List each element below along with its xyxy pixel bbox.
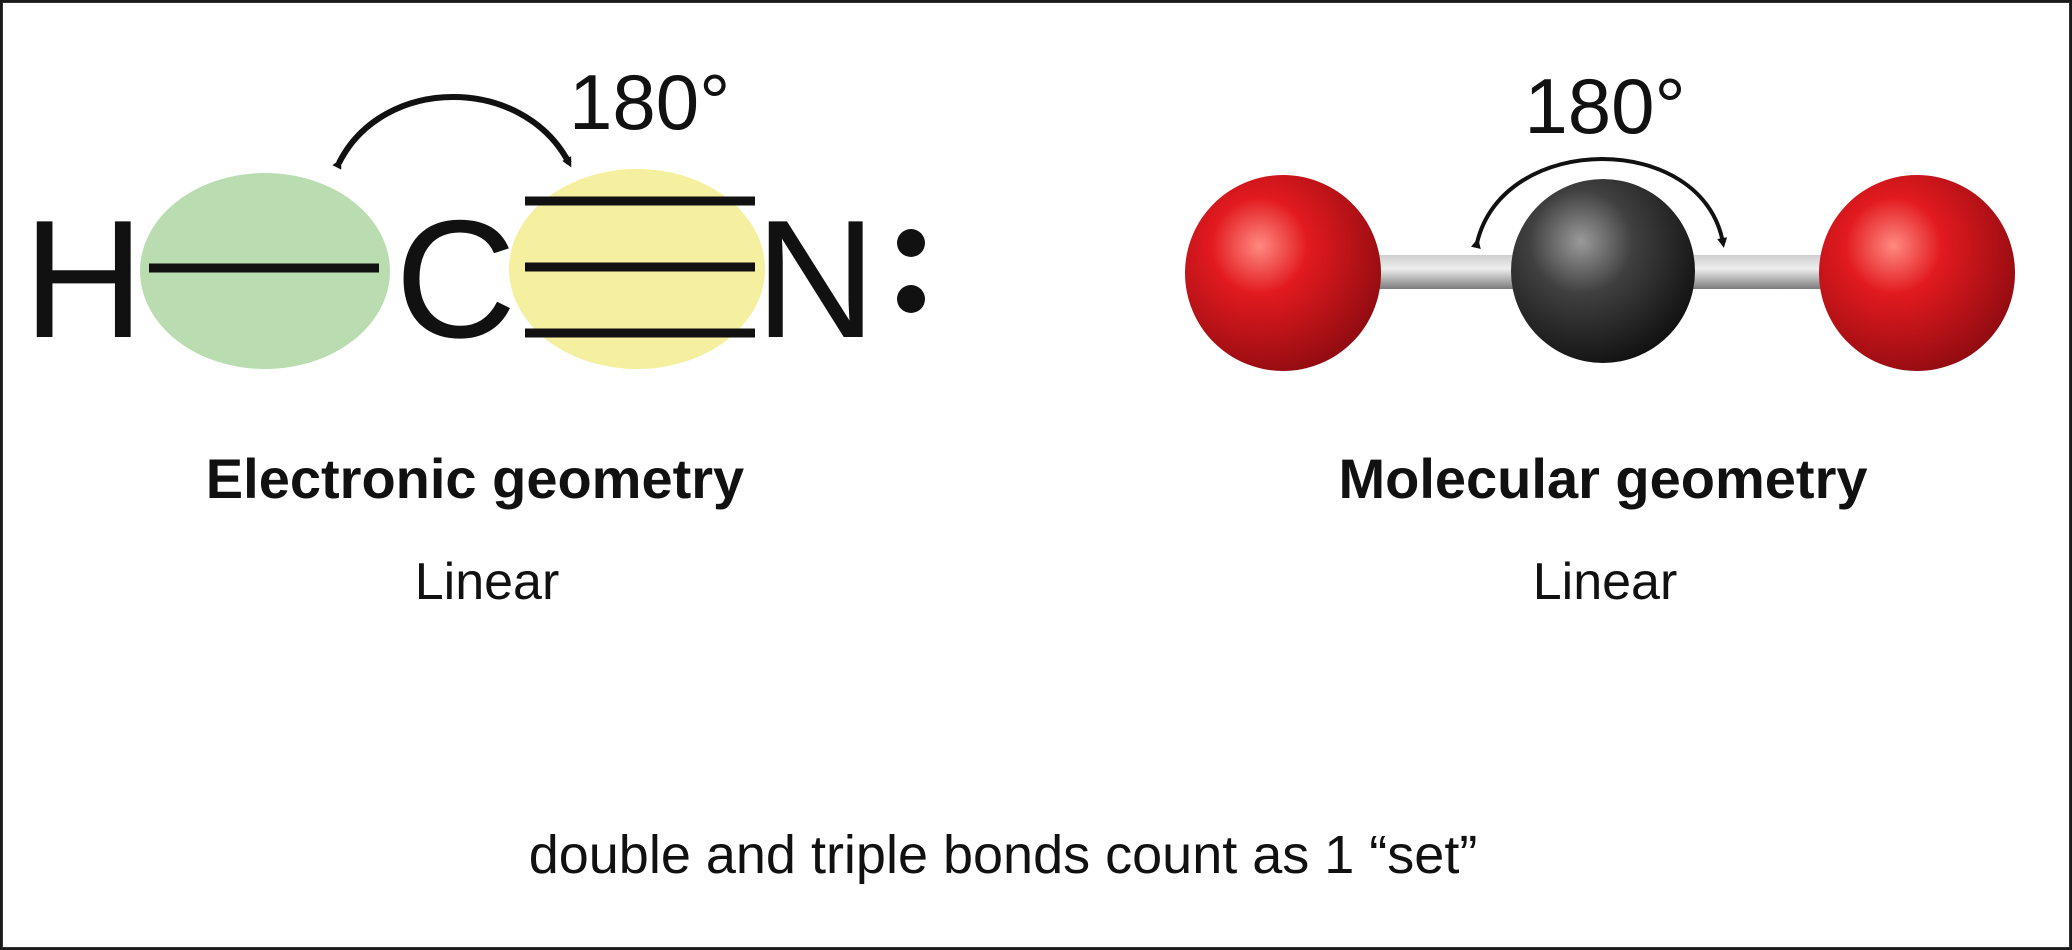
molecular-geometry-shape: Linear — [1533, 553, 1678, 611]
angle-arrow-right — [1470, 157, 1728, 250]
atom-h: H — [23, 185, 144, 373]
carbon-atom — [1511, 179, 1695, 363]
oxygen-atom-right — [1819, 175, 2015, 371]
electronic-geometry-heading: Electronic geometry — [206, 447, 744, 510]
lewis-structure: H C N 180° — [23, 58, 925, 373]
atom-n: N — [755, 185, 876, 373]
angle-label-left: 180° — [569, 58, 730, 146]
caption: double and triple bonds count as 1 “set” — [529, 825, 1478, 885]
molecular-geometry-heading: Molecular geometry — [1338, 447, 1867, 510]
electronic-geometry-shape: Linear — [415, 553, 560, 611]
atom-c: C — [395, 185, 516, 373]
vsepr-diagram: H C N 180° Electronic geometry Linear 18… — [23, 58, 2015, 885]
oxygen-atom-left — [1185, 175, 1381, 371]
ball-and-stick-model: 180° — [1185, 62, 2015, 371]
triple-bond — [525, 196, 755, 338]
angle-arrow-left — [332, 94, 572, 170]
lone-pair — [897, 229, 925, 313]
angle-label-right: 180° — [1524, 62, 1685, 150]
